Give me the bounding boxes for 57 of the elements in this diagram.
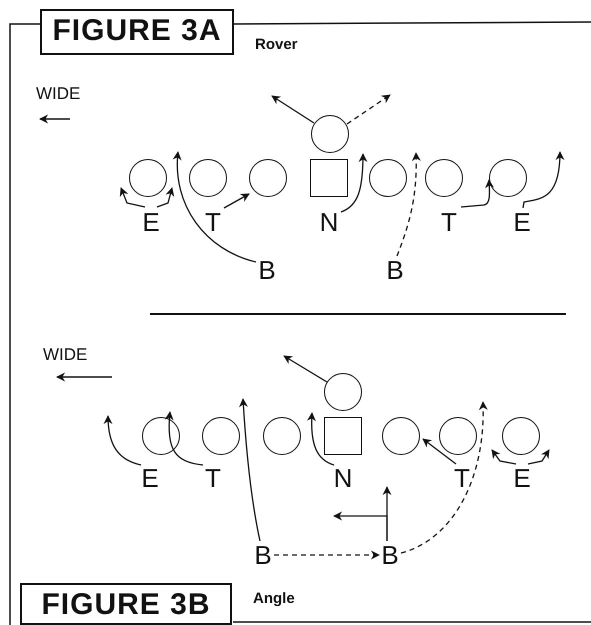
player-circle [311, 115, 349, 153]
player-letter: N [318, 211, 340, 233]
player-letter: T [438, 211, 460, 233]
player-circle [425, 159, 463, 197]
figure-heading: FIGURE 3A [40, 9, 234, 55]
player-square [324, 417, 362, 455]
player-square [310, 159, 348, 197]
route-arrow [422, 438, 456, 465]
player-circle [249, 159, 287, 197]
player-circle [189, 159, 227, 197]
player-circle [489, 159, 527, 197]
player-letter: E [139, 467, 161, 489]
player-letter: B [252, 544, 274, 566]
figure-heading: FIGURE 3B [20, 583, 232, 625]
route-arrow [271, 95, 314, 124]
route-arrow [156, 187, 174, 208]
route-arrow [522, 151, 564, 208]
player-circle [382, 417, 420, 455]
player-letter: E [140, 211, 162, 233]
route-arrow [164, 411, 204, 466]
route-arrow [340, 153, 368, 213]
route-arrow [307, 412, 334, 466]
player-circle [502, 417, 540, 455]
route-arrow [460, 179, 494, 208]
route-arrow [400, 401, 488, 554]
player-circle [439, 417, 477, 455]
direction-label: WIDE [43, 345, 88, 365]
direction-label: WIDE [36, 84, 80, 104]
player-circle [263, 417, 301, 455]
player-letter: B [256, 259, 278, 281]
route-arrow [274, 550, 380, 560]
player-letter: E [511, 467, 533, 489]
player-circle [129, 159, 167, 197]
player-letter: T [451, 467, 473, 489]
player-circle [324, 373, 362, 411]
player-letter: T [202, 467, 224, 489]
route-arrow [239, 398, 261, 542]
route-arrow [396, 152, 421, 256]
play-name: Angle [253, 590, 295, 607]
route-arrow [224, 193, 250, 209]
player-letter: T [202, 211, 224, 233]
play-name: Rover [255, 36, 298, 53]
player-circle [369, 159, 407, 197]
route-arrow [120, 187, 146, 208]
route-arrow [283, 355, 328, 383]
route-arrow [528, 449, 550, 465]
player-letter: B [379, 544, 401, 566]
route-arrow [173, 151, 256, 263]
route-arrow [104, 415, 142, 466]
player-letter: N [332, 467, 354, 489]
route-arrow [333, 512, 388, 541]
player-circle [142, 417, 180, 455]
player-letter: E [511, 211, 533, 233]
player-circle [202, 417, 240, 455]
route-arrow [346, 94, 391, 125]
player-letter: B [384, 259, 406, 281]
route-arrow [491, 449, 516, 465]
